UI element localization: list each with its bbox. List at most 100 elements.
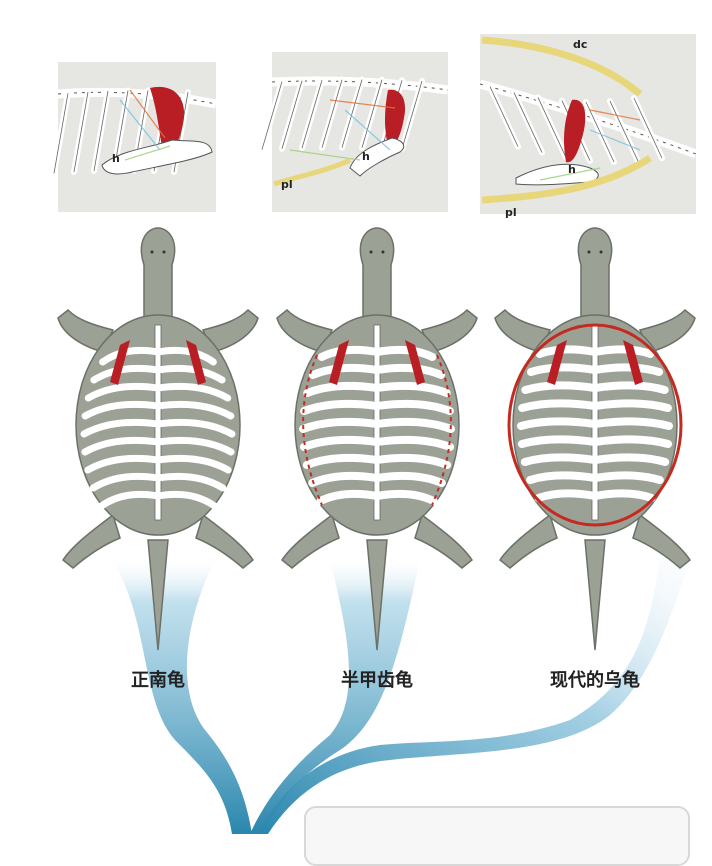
rib-right: [154, 382, 232, 402]
rib-right: [373, 435, 455, 451]
eye: [150, 250, 154, 254]
muscle-fibers: [539, 167, 601, 181]
rib-right: [154, 436, 235, 456]
muscle-fibers: [344, 109, 391, 151]
rib-outline: [401, 80, 423, 150]
rib-outline: [537, 97, 567, 158]
rib-right: [154, 364, 226, 384]
rear-left-limb: [498, 513, 558, 569]
rib-left: [317, 345, 381, 361]
muscle-fibers: [119, 99, 161, 151]
rib-right: [591, 399, 672, 412]
front-right-limb: [420, 308, 478, 353]
rib-left: [518, 399, 599, 412]
muscle: [564, 99, 586, 163]
eye: [599, 250, 603, 254]
rib-left: [308, 363, 381, 379]
rib-left: [97, 490, 162, 510]
tree-branch-left: [112, 560, 252, 834]
rib-right: [154, 490, 219, 510]
rib-right: [154, 454, 232, 474]
rib-left: [299, 417, 381, 433]
carapace-dashed-left: [302, 354, 323, 506]
rib-left: [521, 381, 599, 394]
rib-left: [520, 453, 599, 466]
shoulder-muscle-left: [110, 340, 130, 385]
rear-left-limb: [61, 513, 121, 569]
rib-left: [526, 471, 599, 484]
front-left-limb: [276, 308, 334, 353]
front-left-limb: [494, 308, 552, 353]
vertebrae: [57, 91, 217, 105]
turtle-figure: [276, 227, 478, 651]
rib-outline: [513, 92, 543, 153]
front-right-limb: [638, 308, 696, 353]
shoulder-muscle-right: [405, 340, 425, 385]
muscle-fibers: [589, 129, 641, 151]
turtle-figure: [57, 227, 259, 651]
rib-left: [517, 435, 599, 448]
rib-right: [591, 345, 655, 358]
rib-right: [154, 472, 227, 492]
rib-right: [373, 489, 438, 505]
head-and-neck: [577, 227, 613, 321]
vertebrae: [479, 83, 697, 155]
humerus-label: h: [568, 163, 576, 176]
rib-outline: [301, 80, 323, 149]
tree-branch-middle: [250, 560, 420, 834]
rear-right-limb: [632, 513, 692, 569]
rib-right: [154, 400, 235, 420]
turtle-evolution-diagram: h h pl dc h pl 正南龟 半甲齿龟 现代的乌龟: [51, 34, 697, 866]
front-left-limb: [57, 308, 115, 353]
rib-outline: [633, 97, 663, 159]
rear-left-limb: [280, 513, 340, 569]
rib-outline: [341, 79, 363, 148]
rib-left: [99, 346, 162, 366]
rib-left: [84, 382, 162, 402]
rib-right: [373, 345, 437, 361]
shoulder-muscle-left: [547, 340, 567, 385]
tail: [366, 539, 388, 651]
eye: [381, 250, 385, 254]
species-label-pappochelys: 正南龟: [131, 670, 185, 691]
rib-right: [154, 418, 236, 438]
rib-left: [299, 435, 381, 451]
front-right-limb: [201, 308, 259, 353]
rib-left: [90, 364, 162, 384]
plastron-label: pl: [281, 178, 293, 191]
rib-outline: [53, 93, 69, 174]
humerus: [515, 163, 599, 186]
rib-outline: [489, 86, 519, 147]
shoulder-muscle-right: [186, 340, 206, 385]
shoulder-muscle-right: [623, 340, 643, 385]
tail: [147, 539, 169, 651]
rib-left: [81, 400, 162, 420]
humerus-label: h: [362, 150, 370, 163]
rear-right-limb: [414, 513, 474, 569]
rib-outline: [261, 81, 283, 150]
rib-right: [373, 399, 454, 415]
rib-right: [591, 363, 664, 376]
caption-box: [304, 806, 690, 866]
carapace-outline: [507, 323, 683, 527]
eye: [587, 250, 591, 254]
skeleton-panel: [51, 62, 217, 212]
rib-right: [373, 453, 452, 469]
rib-outline: [609, 100, 639, 162]
plastron: [481, 155, 652, 204]
rib-left: [81, 436, 162, 456]
rib-right: [591, 489, 656, 502]
rib-outline: [281, 80, 303, 149]
rib-left: [517, 417, 599, 430]
rib-right: [591, 453, 670, 466]
rib-right: [591, 471, 664, 484]
skeleton-panel: [259, 52, 449, 212]
rib-outline: [361, 79, 383, 148]
muscle-fibers: [124, 145, 171, 161]
rib-left: [302, 453, 381, 469]
rib-right: [591, 417, 673, 430]
carapace-dashed-right: [431, 354, 452, 506]
shoulder-muscle-left: [329, 340, 349, 385]
eye: [162, 250, 166, 254]
rib-right: [373, 381, 451, 397]
